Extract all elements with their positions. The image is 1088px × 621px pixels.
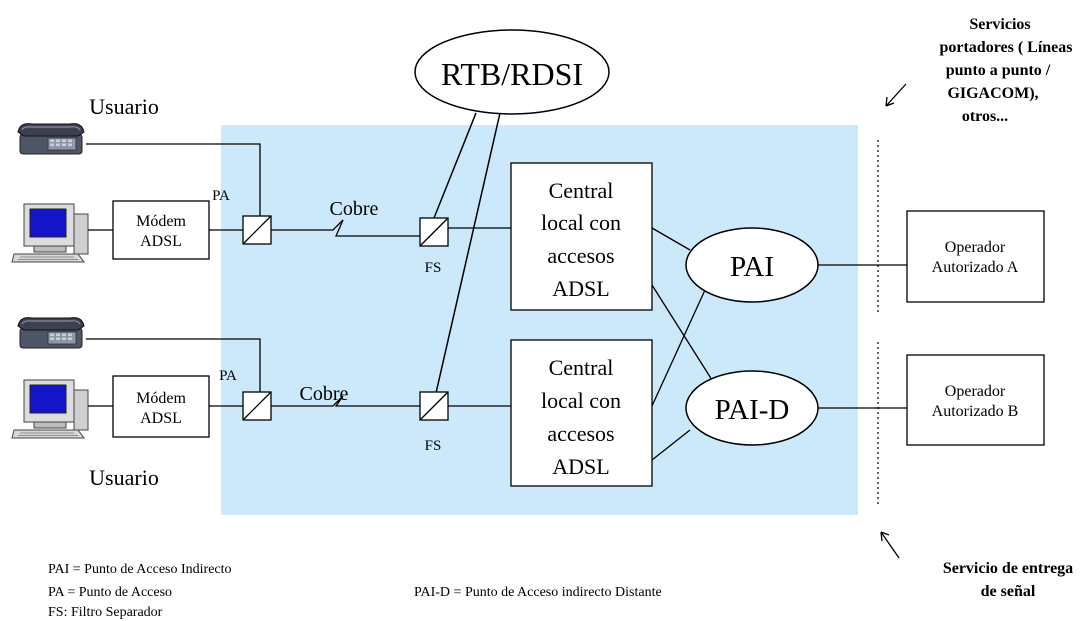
svg-text:PAI-D = Punto de Acceso indire: PAI-D = Punto de Acceso indirecto Distan… (414, 585, 662, 600)
svg-text:ADSL: ADSL (140, 233, 182, 250)
svg-text:Autorizado B: Autorizado B (932, 403, 1019, 420)
arrow-icon (885, 83, 907, 107)
copper-line-top (271, 219, 420, 237)
svg-text:FS: Filtro Separador: FS: Filtro Separador (48, 605, 163, 620)
copper-label-bottom: Cobre (300, 383, 349, 405)
operator-b-box (906, 354, 1045, 446)
pa-label-top: PA (212, 188, 230, 204)
svg-text:accesos: accesos (547, 243, 614, 268)
computer-icon (11, 203, 89, 263)
rtb-rdsi-label: RTB/RDSI (441, 56, 583, 92)
svg-text:accesos: accesos (547, 421, 614, 446)
modem-top (112, 200, 210, 260)
computer-icon (11, 379, 89, 439)
user-label-bottom: Usuario (89, 465, 159, 490)
svg-text:de señal: de señal (981, 583, 1036, 600)
svg-text:Central: Central (549, 355, 614, 380)
arrow-icon (880, 531, 900, 559)
svg-text:local con: local con (541, 210, 621, 235)
svg-text:Operador: Operador (945, 383, 1006, 400)
svg-text:Autorizado A: Autorizado A (932, 259, 1019, 276)
telephone-icon (17, 317, 85, 349)
svg-text:Módem: Módem (136, 390, 186, 407)
fs-label-top: FS (425, 260, 442, 276)
svg-text:local con: local con (541, 388, 621, 413)
svg-text:punto a punto /: punto a punto / (946, 62, 1051, 79)
svg-text:PAI = Punto de Acceso Indirect: PAI = Punto de Acceso Indirecto (48, 562, 232, 577)
services-annotation-top: Servicios portadores ( Líneas punto a pu… (939, 16, 1072, 125)
copper-label-top: Cobre (330, 198, 379, 220)
svg-text:otros...: otros... (962, 108, 1008, 125)
svg-text:Servicio de entrega: Servicio de entrega (943, 560, 1073, 577)
legend: PAI = Punto de Acceso Indirecto PA = Pun… (48, 562, 662, 620)
svg-text:ADSL: ADSL (552, 454, 609, 479)
svg-text:GIGACOM),: GIGACOM), (947, 85, 1038, 102)
svg-text:Módem: Módem (136, 213, 186, 230)
svg-text:PAI-D: PAI-D (715, 394, 790, 426)
central-top (510, 162, 653, 311)
fs-label-bottom: FS (425, 438, 442, 454)
pa-label-bottom: PA (219, 368, 237, 384)
svg-text:portadores ( Líneas: portadores ( Líneas (939, 39, 1072, 56)
svg-text:Operador: Operador (945, 239, 1006, 256)
svg-text:PAI: PAI (730, 251, 774, 283)
telephone-icon (17, 123, 85, 155)
svg-text:ADSL: ADSL (552, 276, 609, 301)
svg-text:PA = Punto de Acceso: PA = Punto de Acceso (48, 585, 172, 600)
user-label-top: Usuario (89, 94, 159, 119)
central-bottom (510, 339, 653, 487)
operator-a-box (906, 210, 1045, 303)
svg-text:Servicios: Servicios (969, 16, 1030, 33)
rtb-rdsi-ellipse (414, 29, 610, 115)
svg-text:Central: Central (549, 178, 614, 203)
svg-text:ADSL: ADSL (140, 410, 182, 427)
copper-line-bottom (271, 395, 420, 407)
services-annotation-bottom: Servicio de entrega de señal (943, 560, 1073, 600)
